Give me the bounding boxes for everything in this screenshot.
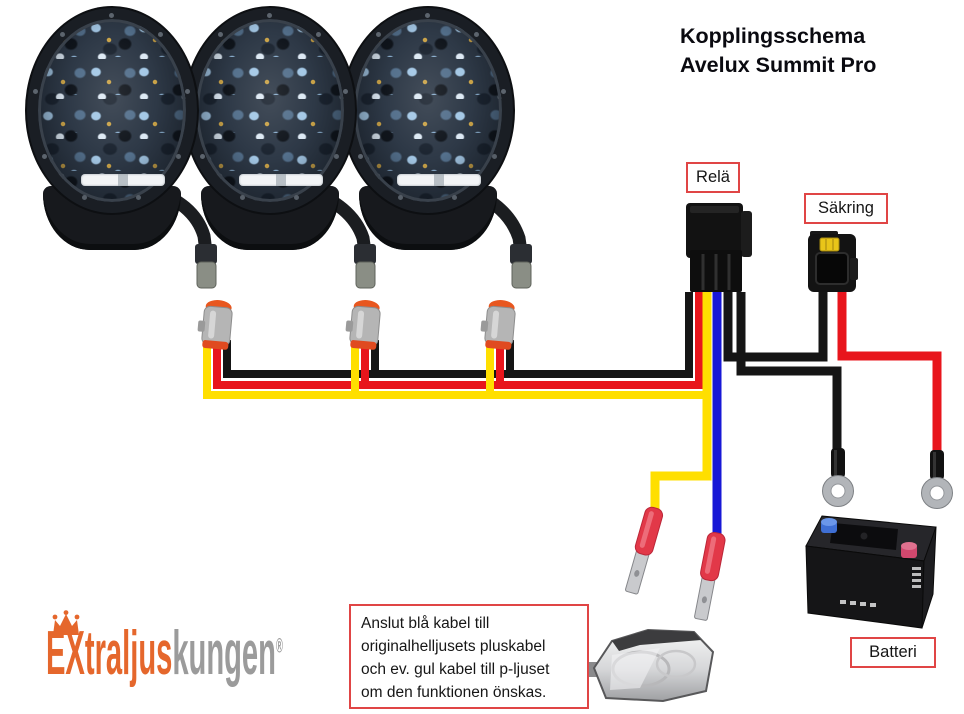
note-line-2: originalhelljusets pluskabel [361,638,546,655]
spotlight-1 [27,8,197,250]
note-line-4: om den funktionen önskas. [361,684,547,701]
battery-label: Batteri [850,637,936,668]
spade-terminal-yellow [625,506,664,595]
ring-terminal-positive [921,450,953,509]
spotlight-drl-strip [81,174,165,186]
registered-trademark: ® [275,635,283,658]
wire-fuse-to-battery-red [837,292,942,454]
spotlight-drl-strip [397,174,481,186]
fuse-label: Säkring [804,193,888,224]
extraljuskungen-logo: EXtraljuskungen® [44,608,284,704]
spotlight-led-face [185,8,355,213]
relay-label: Relä [686,162,740,193]
crown-icon [52,610,80,635]
logo-text-secondary: kungen [172,619,276,688]
wire-yellow-bus [203,340,707,399]
spade-terminal-blue [694,532,726,621]
diagram-title: Kopplingsschema Avelux Summit Pro [680,22,876,80]
relay-body [686,203,752,292]
logo-text: EXtraljuskungen® [46,618,283,689]
note-line-3: och ev. gul kabel till p-ljuset [361,661,550,678]
wire-relay-to-battery-ground [736,292,842,452]
wire-yellow-to-spade [650,292,712,512]
spotlight-3 [343,8,513,250]
spotlight-2 [185,8,355,250]
dt-connector-3 [480,300,516,350]
spotlight-rim-screws [27,8,32,13]
spotlight-led-face [27,8,197,213]
logo-text-primary: EXtraljus [46,619,173,688]
instruction-note: Anslut blå kabel till originalhelljusets… [349,604,589,709]
wire-ground-bus [223,292,693,378]
headlight-image [587,628,715,703]
spotlight-drl-strip [239,174,323,186]
title-line-1: Kopplingsschema [680,24,866,48]
spotlight-cable-plugs [195,244,532,289]
dt-connector-1 [197,300,233,350]
wire-power-bus-red [213,292,703,389]
ring-terminal-ground [822,448,854,507]
fuse-holder [808,231,858,292]
battery [805,515,937,629]
note-line-1: Anslut blå kabel till [361,615,490,632]
spotlight-led-face [343,8,513,213]
title-line-2: Avelux Summit Pro [680,53,877,77]
wire-relay-to-fuse-black [723,292,828,362]
dt-connector-2 [345,300,381,350]
